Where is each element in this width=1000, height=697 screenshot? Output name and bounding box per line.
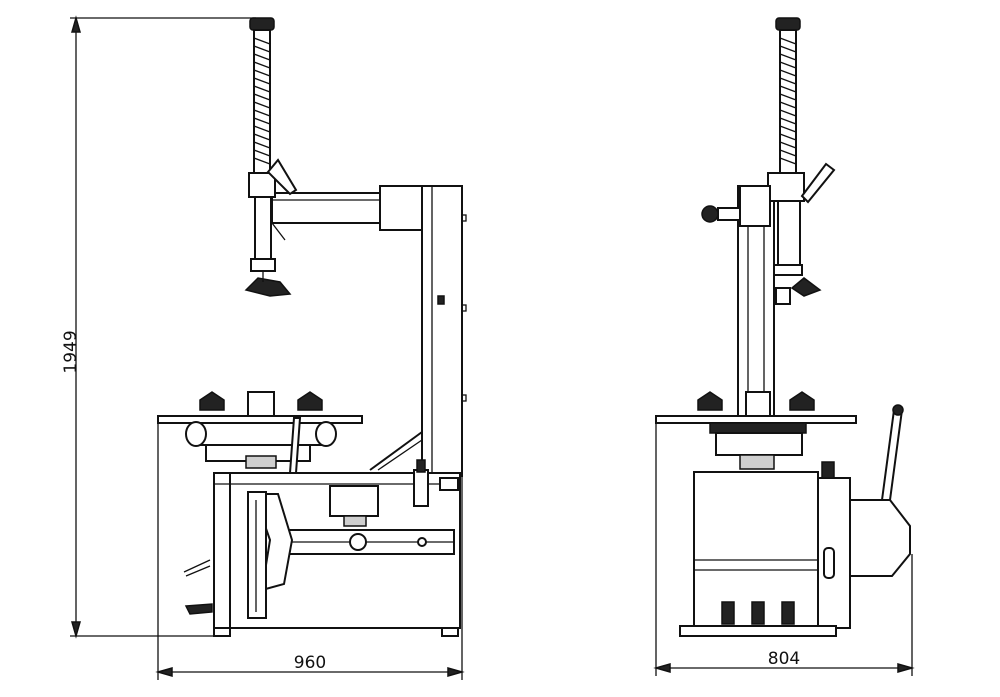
front-horizontal-arm (271, 185, 423, 241)
side-base-cabinet (679, 404, 911, 637)
side-width-dimension: 804 (653, 423, 915, 676)
height-dimension: 1949 (61, 15, 256, 639)
front-column (369, 185, 467, 477)
front-width-dimension-label: 960 (294, 653, 326, 673)
side-turntable (655, 391, 857, 470)
front-base-cabinet (183, 459, 461, 637)
side-width-dimension-label: 804 (768, 649, 800, 669)
height-dimension-label: 1949 (61, 330, 81, 373)
side-view (655, 17, 911, 637)
side-mount-head (701, 17, 836, 305)
front-view (157, 17, 467, 637)
front-mount-head (244, 17, 298, 297)
front-width-dimension: 960 (155, 423, 465, 680)
